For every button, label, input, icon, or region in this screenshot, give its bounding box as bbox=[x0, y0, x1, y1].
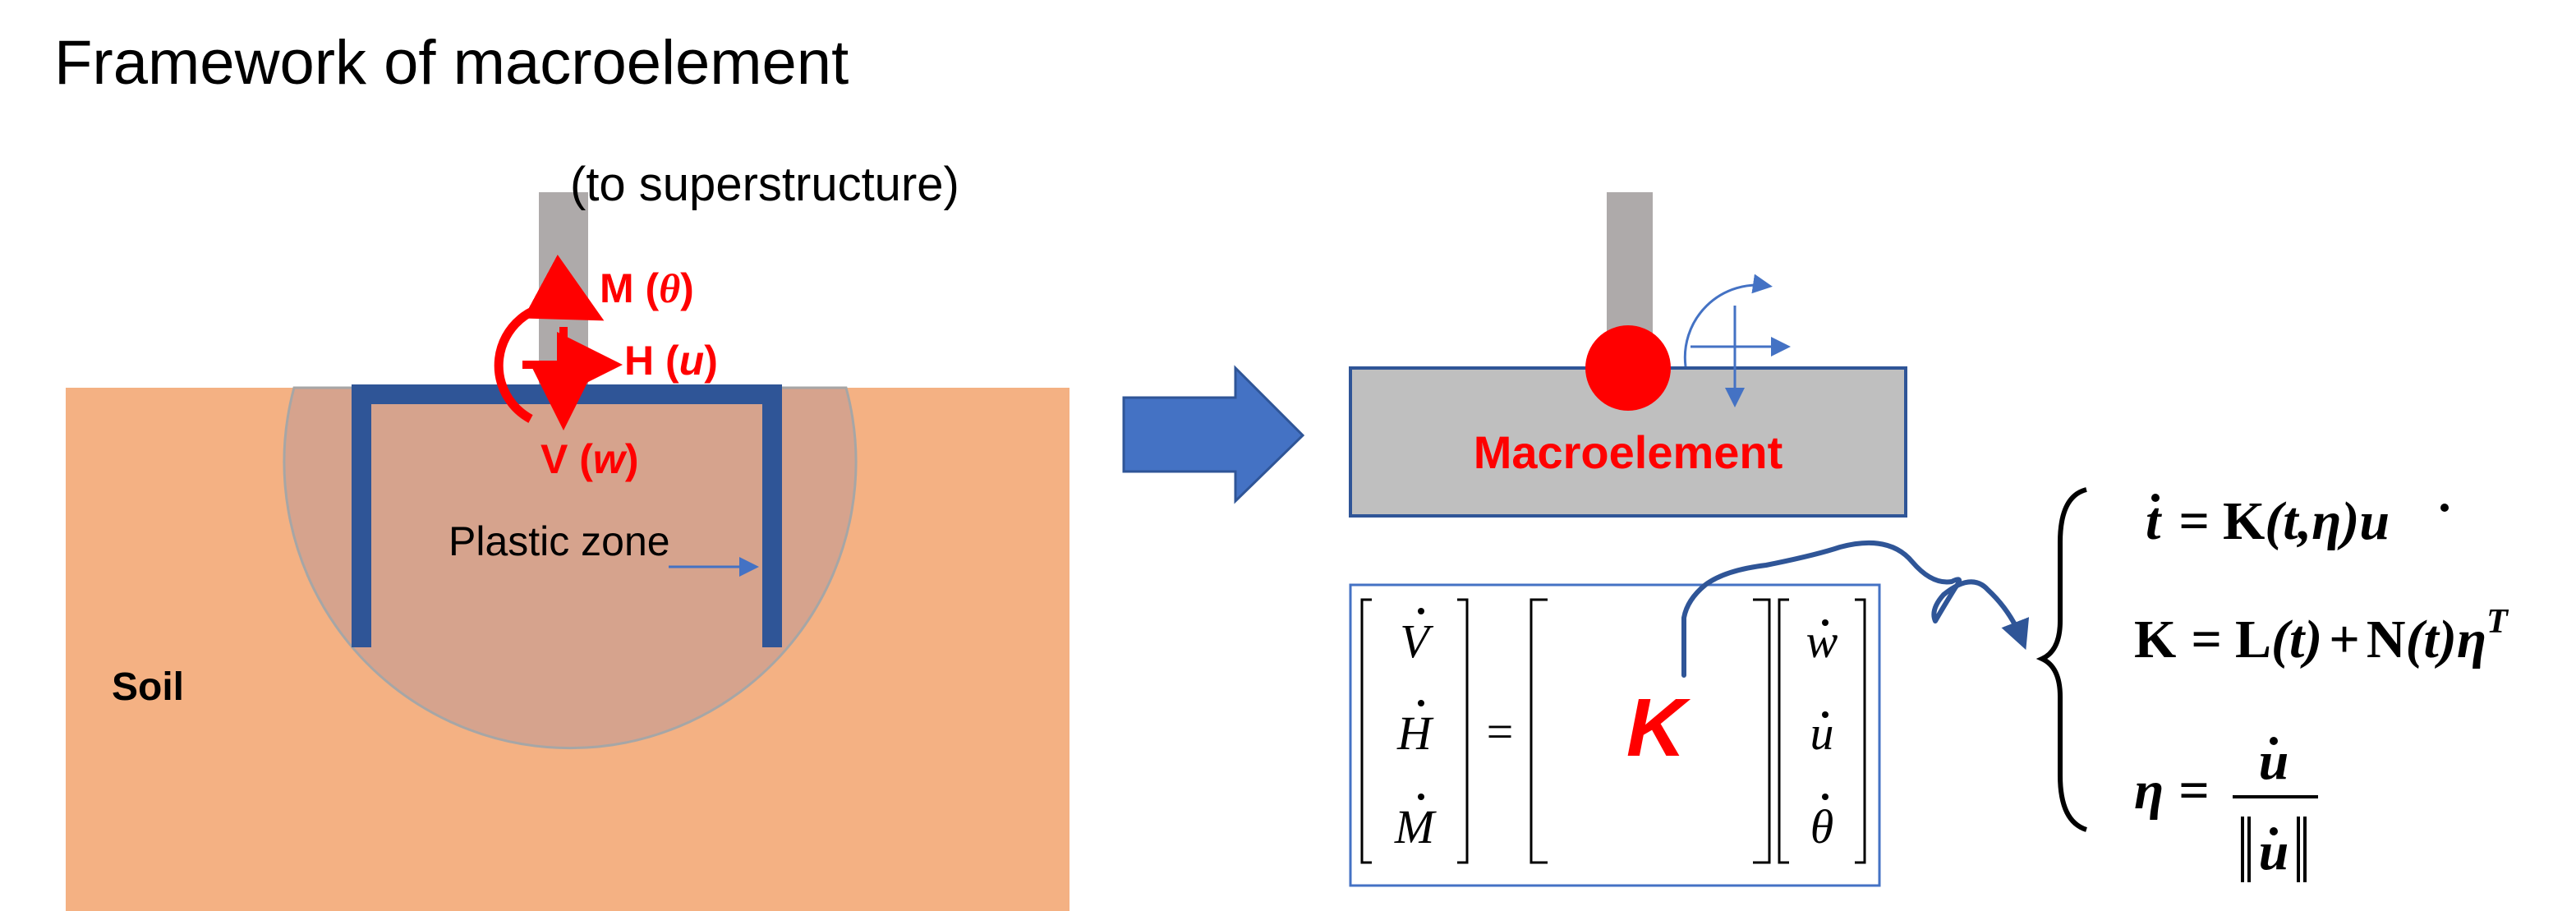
stiffness-k: K bbox=[1626, 682, 1691, 774]
handwritten-pointer-stroke bbox=[1681, 540, 2030, 678]
plastic-zone bbox=[283, 386, 858, 750]
time-derivative-dots bbox=[1418, 608, 1828, 800]
equation-1: t=K(t,η)u bbox=[2146, 491, 2390, 551]
moment-arrow bbox=[494, 255, 605, 423]
page-title: Framework of macroelement bbox=[54, 28, 849, 98]
force-m: M bbox=[1394, 800, 1437, 853]
vertical-label: V (w) bbox=[540, 436, 638, 482]
eq1-lhs-dot bbox=[2151, 494, 2160, 502]
column-stub bbox=[1607, 192, 1653, 340]
eq1-rhs-dot bbox=[2440, 504, 2449, 512]
horizontal-label: H (u) bbox=[624, 338, 718, 384]
force-vector-left-bracket bbox=[1360, 598, 1372, 864]
force-h: H bbox=[1396, 706, 1434, 760]
equation-2: K=L(t)+N(t)ηT bbox=[2134, 603, 2509, 669]
macroelement-panel: Macroelement V H M w u θ bbox=[1349, 192, 2030, 887]
eq3-num-dot bbox=[2270, 737, 2278, 745]
matrix-equation-box bbox=[1349, 583, 1881, 887]
soil-label: Soil bbox=[112, 665, 184, 709]
macroelement-label: Macroelement bbox=[1474, 426, 1783, 478]
transition-arrow bbox=[1122, 365, 1305, 504]
constitutive-equations: t=K(t,η)u K=L(t)+N(t)ηT η= u u bbox=[2036, 487, 2509, 882]
eq3-den-dot bbox=[2270, 827, 2278, 835]
curly-brace bbox=[2036, 487, 2088, 832]
force-v: V bbox=[1400, 614, 1434, 668]
soil-foundation-panel: (to superstructure) M (θ) H (u) V (w) Pl… bbox=[66, 158, 1070, 911]
disp-vector-left-bracket bbox=[1778, 598, 1789, 864]
disp-u: u bbox=[1810, 706, 1834, 760]
moment-label: M (θ) bbox=[600, 265, 694, 311]
k-matrix-left-bracket bbox=[1530, 598, 1548, 864]
plastic-zone-label: Plastic zone bbox=[448, 518, 670, 564]
matrix-equals: = bbox=[1487, 705, 1514, 758]
equation-3-lhs: η= bbox=[2134, 761, 2210, 821]
rotation-dof-arrow bbox=[1683, 274, 1773, 367]
force-vector-right-bracket bbox=[1457, 598, 1469, 864]
macroelement-node bbox=[1585, 325, 1671, 411]
disp-theta: θ bbox=[1810, 800, 1834, 853]
disp-vector-right-bracket bbox=[1855, 598, 1866, 864]
k-matrix-right-bracket bbox=[1753, 598, 1771, 864]
superstructure-label: (to superstructure) bbox=[570, 158, 959, 211]
